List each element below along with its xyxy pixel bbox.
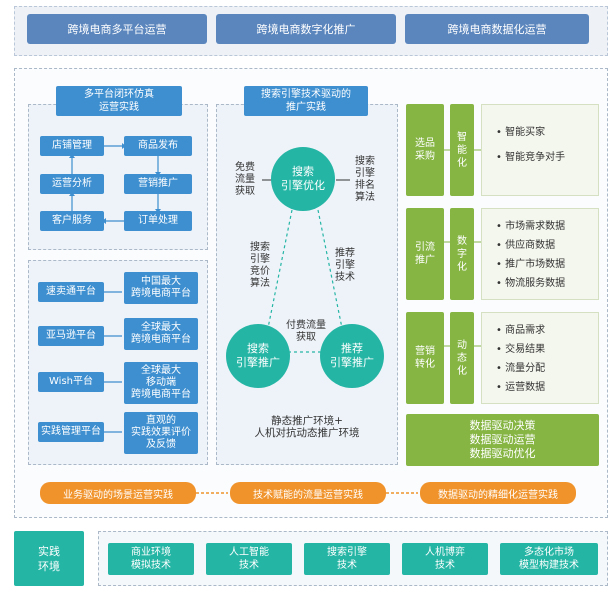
- top-item-multi-platform: 跨境电商多平台运营: [27, 14, 207, 44]
- circle-search-engine-optimization: 搜索 引擎优化: [271, 147, 335, 211]
- tech-ai: 人工智能 技术: [206, 543, 292, 575]
- cycle-marketing: 营销推广: [124, 174, 192, 194]
- practice-business-driven: 业务驱动的场景运营实践: [40, 482, 196, 504]
- label-free-traffic: 免费 流量 获取: [235, 162, 255, 197]
- list-item: • 智能买家: [496, 127, 546, 138]
- practice-tech-empowered: 技术赋能的流量运营实践: [230, 482, 386, 504]
- arrowhead-4: [102, 218, 106, 224]
- list-dynamic: • 商品需求 • 交易结果 • 流量分配 • 运营数据: [481, 312, 599, 404]
- list-item: • 商品需求: [496, 325, 546, 336]
- tech-market-model: 多态化市场 模型构建技术: [500, 543, 598, 575]
- platform-practice-management: 实践管理平台: [38, 422, 104, 442]
- middle-section-title: 搜索引擎技术驱动的 推广实践: [244, 86, 368, 116]
- list-digital: • 市场需求数据 • 供应商数据 • 推广市场数据 • 物流服务数据: [481, 208, 599, 300]
- arrowhead-5: [69, 192, 75, 196]
- list-item: • 智能竞争对手: [496, 152, 566, 163]
- middle-footer: 静态推广环境+ 人机对抗动态推广环境: [254, 415, 360, 439]
- arrowhead-2: [155, 172, 161, 176]
- top-item-digital-promotion: 跨境电商数字化推广: [216, 14, 396, 44]
- data-driven-summary: 数据驱动决策 数据驱动运营 数据驱动优化: [406, 414, 599, 466]
- platform-aliexpress: 速卖通平台: [38, 282, 104, 302]
- cycle-store-management: 店铺管理: [40, 136, 104, 156]
- circle-recommendation-promotion: 推荐 引擎推广: [320, 324, 384, 388]
- label-bid-algorithm: 搜索 引擎 竞价 算法: [250, 242, 270, 289]
- stage-marketing-conversion: 营销 转化: [406, 312, 444, 404]
- arrowhead-3: [155, 209, 161, 213]
- list-item: • 供应商数据: [496, 240, 556, 251]
- tech-business-simulation: 商业环境 模拟技术: [108, 543, 194, 575]
- tech-search-engine: 搜索引擎 技术: [304, 543, 390, 575]
- tech-human-machine-game: 人机博弈 技术: [402, 543, 488, 575]
- label-search-rank-algorithm: 搜索 引擎 排名 算法: [355, 156, 375, 203]
- platform-amazon: 亚马逊平台: [38, 326, 104, 346]
- cycle-operation-analysis: 运营分析: [40, 174, 104, 194]
- platform-wish: Wish平台: [38, 372, 104, 392]
- platform-wish-desc: 全球最大 移动端 跨境电商平台: [124, 362, 198, 404]
- list-intelligent: • 智能买家 • 智能竞争对手: [481, 104, 599, 196]
- cycle-customer-service: 客户服务: [40, 211, 104, 231]
- type-digital: 数 字 化: [450, 208, 474, 300]
- list-item: • 交易结果: [496, 344, 546, 355]
- left-section-title: 多平台闭环仿真 运营实践: [56, 86, 182, 116]
- platform-practice-management-desc: 直观的 实践效果评价 及反馈: [124, 412, 198, 454]
- cycle-product-publish: 商品发布: [124, 136, 192, 156]
- list-item: • 运营数据: [496, 382, 546, 393]
- arrowhead-1: [122, 143, 126, 149]
- platform-aliexpress-desc: 中国最大 跨境电商平台: [124, 272, 198, 304]
- type-dynamic: 动 态 化: [450, 312, 474, 404]
- stage-traffic-promotion: 引流 推广: [406, 208, 444, 300]
- dash-seo-to-rec: [317, 209, 343, 329]
- practice-environment-label: 实践 环境: [14, 531, 84, 586]
- label-paid-traffic: 付费流量 获取: [286, 320, 326, 343]
- list-item: • 流量分配: [496, 363, 546, 374]
- dash-seo-to-sem: [267, 209, 293, 329]
- list-item: • 物流服务数据: [496, 278, 566, 289]
- stage-selection-purchase: 选品 采购: [406, 104, 444, 196]
- top-item-data-operation: 跨境电商数据化运营: [405, 14, 589, 44]
- label-recommend-tech: 推荐 引擎 技术: [335, 248, 355, 283]
- list-item: • 市场需求数据: [496, 221, 566, 232]
- cycle-order-processing: 订单处理: [124, 211, 192, 231]
- platform-amazon-desc: 全球最大 跨境电商平台: [124, 318, 198, 350]
- list-item: • 推广市场数据: [496, 259, 566, 270]
- practice-data-driven: 数据驱动的精细化运营实践: [420, 482, 576, 504]
- arrowhead-6: [69, 154, 75, 158]
- type-intelligent: 智 能 化: [450, 104, 474, 196]
- circle-search-engine-promotion: 搜索 引擎推广: [226, 324, 290, 388]
